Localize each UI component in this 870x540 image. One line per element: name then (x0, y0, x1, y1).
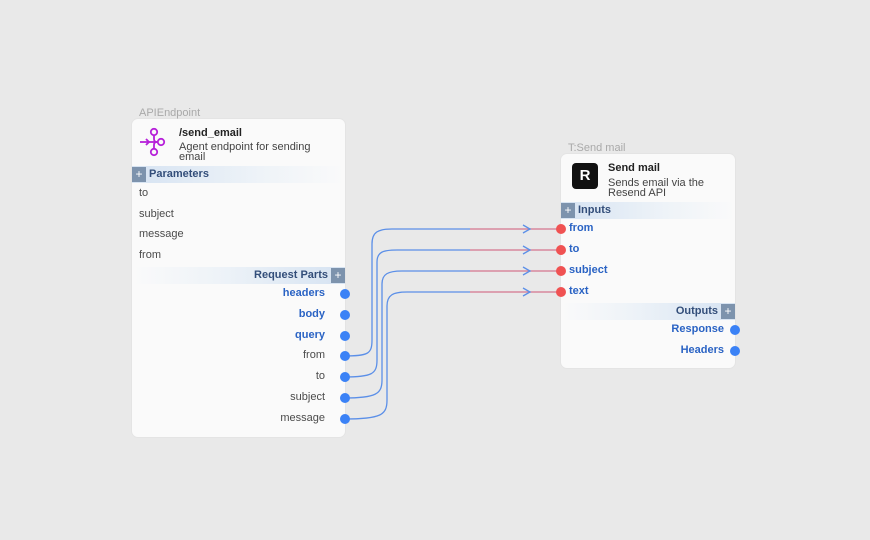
mail-node-header: R Send mail Sends email via the Resend A… (561, 154, 735, 200)
parameters-label: Parameters (149, 168, 209, 180)
output-label-headers: Headers (680, 344, 724, 356)
outputs-label: Outputs (675, 305, 718, 317)
port-dot-subject[interactable] (340, 393, 350, 403)
output-port-message[interactable]: message (132, 412, 350, 426)
port-label-body: body (298, 308, 325, 320)
input-label-subject: subject (569, 264, 608, 276)
request-parts-add-button[interactable]: + (331, 268, 345, 283)
input-port-text[interactable]: text (556, 285, 735, 299)
port-label-subject: subject (290, 391, 325, 403)
wire-to-to[interactable] (343, 249, 560, 378)
mail-node-description: Sends email via the Resend API (608, 177, 704, 199)
output-port-subject[interactable]: subject (132, 391, 350, 405)
parameter-subject: subject (139, 208, 174, 220)
port-label-from: from (303, 349, 325, 361)
wire-message-text[interactable] (343, 291, 560, 420)
split-flow-icon (140, 127, 166, 157)
output-port-headers[interactable]: headers (132, 287, 350, 301)
output-port-headers-mail[interactable]: Headers (561, 344, 740, 358)
port-dot-headers-mail[interactable] (730, 346, 740, 356)
inputs-label: Inputs (578, 204, 611, 216)
parameters-section-header[interactable]: + Parameters (132, 166, 345, 183)
output-port-body[interactable]: body (132, 308, 350, 322)
api-node-header: /send_email Agent endpoint for sending e… (132, 119, 345, 165)
port-dot-in-from[interactable] (556, 224, 566, 234)
parameter-to: to (139, 187, 149, 199)
port-dot-body[interactable] (340, 310, 350, 320)
wire-from-from[interactable] (343, 228, 560, 357)
port-label-to: to (315, 370, 325, 382)
input-port-from[interactable]: from (556, 222, 735, 236)
outputs-add-button[interactable]: + (721, 304, 735, 319)
port-dot-message[interactable] (340, 414, 350, 424)
port-label-message: message (280, 412, 325, 424)
api-node-title: /send_email (179, 127, 242, 139)
parameter-message: message (139, 228, 184, 240)
port-dot-to[interactable] (340, 372, 350, 382)
port-dot-response[interactable] (730, 325, 740, 335)
port-dot-in-text[interactable] (556, 287, 566, 297)
port-dot-in-subject[interactable] (556, 266, 566, 276)
output-port-to[interactable]: to (132, 370, 350, 384)
inputs-add-button[interactable]: + (561, 203, 575, 218)
input-label-from: from (569, 222, 594, 234)
parameters-add-button[interactable]: + (132, 167, 146, 182)
resend-logo-icon: R (572, 163, 598, 189)
mail-node-title: Send mail (608, 162, 660, 174)
port-label-query: query (295, 329, 325, 341)
inputs-section-header[interactable]: + Inputs (561, 202, 735, 219)
output-port-response[interactable]: Response (561, 323, 740, 337)
input-label-to: to (569, 243, 580, 255)
output-port-from[interactable]: from (132, 349, 350, 363)
wire-arrowheads (522, 224, 532, 297)
input-label-text: text (569, 285, 589, 297)
output-label-response: Response (671, 323, 724, 335)
port-label-headers: headers (282, 287, 325, 299)
mail-node-type-label: T:Send mail (568, 142, 626, 154)
send-mail-node[interactable]: R Send mail Sends email via the Resend A… (556, 154, 740, 368)
output-port-query[interactable]: query (132, 329, 350, 343)
port-dot-query[interactable] (340, 331, 350, 341)
outputs-section-header[interactable]: Outputs + (561, 303, 735, 320)
port-dot-headers[interactable] (340, 289, 350, 299)
parameter-from: from (139, 249, 161, 261)
port-dot-from[interactable] (340, 351, 350, 361)
request-parts-section-header[interactable]: Request Parts + (132, 267, 345, 284)
request-parts-label: Request Parts (254, 269, 328, 281)
api-endpoint-node[interactable]: /send_email Agent endpoint for sending e… (132, 119, 350, 437)
input-port-subject[interactable]: subject (556, 264, 735, 278)
api-node-type-label: APIEndpoint (139, 107, 201, 119)
api-node-description: Agent endpoint for sending email (179, 141, 311, 163)
wire-subject-subject[interactable] (343, 270, 560, 399)
input-port-to[interactable]: to (556, 243, 735, 257)
port-dot-in-to[interactable] (556, 245, 566, 255)
